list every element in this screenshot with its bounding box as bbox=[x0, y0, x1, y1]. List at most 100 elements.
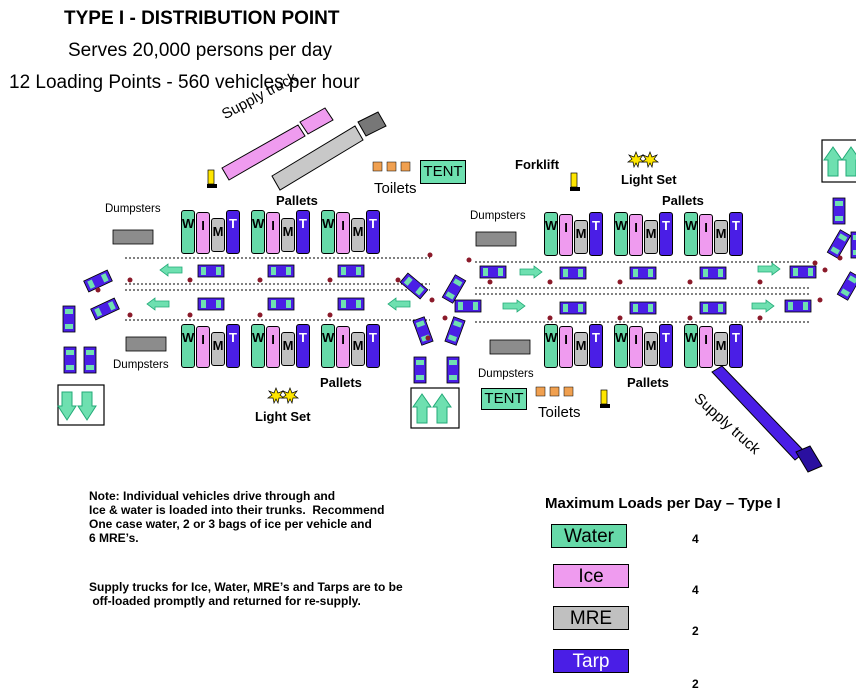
legend-tarp-value: 2 bbox=[692, 677, 699, 691]
pallet-tarp: T bbox=[296, 324, 310, 368]
supply-truck-bottom bbox=[711, 365, 823, 473]
pallet-water: W bbox=[251, 324, 265, 368]
pallet-ice: I bbox=[336, 212, 350, 254]
traffic-arrow bbox=[159, 263, 183, 277]
traffic-arrow bbox=[519, 265, 543, 279]
pallet-ice: I bbox=[559, 214, 573, 256]
pallet-ice: I bbox=[699, 326, 713, 368]
tent: TENT bbox=[481, 388, 527, 410]
entrance-arrows-center bbox=[410, 387, 460, 429]
note-resupply: Supply trucks for Ice, Water, MRE’s and … bbox=[89, 580, 403, 608]
toilets-icon bbox=[535, 386, 574, 397]
entrance-arrows-right bbox=[821, 139, 856, 183]
pallet-water: W bbox=[251, 210, 265, 254]
pallet-ice: I bbox=[266, 212, 280, 254]
light-set-icon bbox=[267, 387, 299, 404]
pallet-tarp: T bbox=[366, 210, 380, 254]
pallet-ice: I bbox=[336, 326, 350, 368]
pallet-ice: I bbox=[196, 212, 210, 254]
legend-ice-value: 4 bbox=[692, 583, 699, 597]
pallet-water: W bbox=[614, 324, 628, 368]
legend-ice: Ice bbox=[553, 564, 629, 588]
pallets-label: Pallets bbox=[276, 193, 318, 208]
legend-title: Maximum Loads per Day – Type I bbox=[545, 495, 781, 512]
traffic-arrow bbox=[502, 299, 526, 313]
light-set-icon bbox=[627, 151, 659, 168]
pallet-tarp: T bbox=[226, 210, 240, 254]
dumpster bbox=[125, 336, 167, 352]
toilets-label: Toilets bbox=[538, 404, 581, 421]
lane-lines bbox=[125, 257, 810, 323]
pallet-mre: M bbox=[281, 218, 295, 252]
pallet-ice: I bbox=[266, 326, 280, 368]
pallet-water: W bbox=[544, 212, 558, 256]
pallet-mre: M bbox=[351, 218, 365, 252]
pallet-tarp: T bbox=[659, 324, 673, 368]
pallet-ice: I bbox=[629, 326, 643, 368]
pallet-mre: M bbox=[211, 218, 225, 252]
legend-mre: MRE bbox=[553, 606, 629, 630]
supply-truck-top bbox=[221, 107, 387, 191]
light-set-label: Light Set bbox=[255, 409, 311, 424]
pallet-ice: I bbox=[559, 326, 573, 368]
pallet-mre: M bbox=[351, 332, 365, 366]
pallet-mre: M bbox=[574, 332, 588, 366]
forklift-icon bbox=[599, 389, 611, 409]
dumpster bbox=[112, 229, 154, 245]
pallet-mre: M bbox=[714, 332, 728, 366]
light-set-label: Light Set bbox=[621, 172, 677, 187]
pallet-mre: M bbox=[211, 332, 225, 366]
pallet-tarp: T bbox=[659, 212, 673, 256]
dumpsters-label: Dumpsters bbox=[470, 210, 526, 222]
legend-mre-value: 2 bbox=[692, 624, 699, 638]
capacity-line: 12 Loading Points - 560 vehicles per hou… bbox=[9, 72, 360, 93]
page-title: TYPE I - DISTRIBUTION POINT bbox=[64, 8, 340, 29]
dumpsters-label: Dumpsters bbox=[105, 203, 161, 215]
entrance-arrows-left bbox=[57, 384, 105, 426]
pallet-water: W bbox=[684, 212, 698, 256]
pallets-label: Pallets bbox=[627, 375, 669, 390]
pallet-tarp: T bbox=[589, 324, 603, 368]
pallet-tarp: T bbox=[366, 324, 380, 368]
pallet-tarp: T bbox=[226, 324, 240, 368]
pallet-ice: I bbox=[629, 214, 643, 256]
pallet-tarp: T bbox=[296, 210, 310, 254]
page-subtitle: Serves 20,000 persons per day bbox=[68, 40, 333, 61]
traffic-arrow bbox=[146, 297, 170, 311]
toilets-label: Toilets bbox=[374, 180, 417, 197]
pallet-tarp: T bbox=[729, 324, 743, 368]
pallet-mre: M bbox=[574, 220, 588, 254]
pallet-ice: I bbox=[699, 214, 713, 256]
traffic-arrow bbox=[751, 299, 775, 313]
lane-markers bbox=[95, 252, 843, 341]
forklift-icon bbox=[569, 172, 581, 192]
pallet-tarp: T bbox=[589, 212, 603, 256]
pallet-water: W bbox=[321, 210, 335, 254]
pallet-mre: M bbox=[714, 220, 728, 254]
pallet-water: W bbox=[614, 212, 628, 256]
pallets-label: Pallets bbox=[320, 375, 362, 390]
dumpster bbox=[489, 339, 531, 355]
pallet-mre: M bbox=[644, 332, 658, 366]
pallet-ice: I bbox=[196, 326, 210, 368]
toilets-icon bbox=[372, 161, 411, 172]
forklift-label: Forklift bbox=[515, 157, 560, 172]
pallet-mre: M bbox=[281, 332, 295, 366]
dumpsters-label: Dumpsters bbox=[113, 359, 169, 371]
traffic-arrow bbox=[387, 297, 411, 311]
pallet-water: W bbox=[181, 210, 195, 254]
legend-water-value: 4 bbox=[692, 532, 699, 546]
